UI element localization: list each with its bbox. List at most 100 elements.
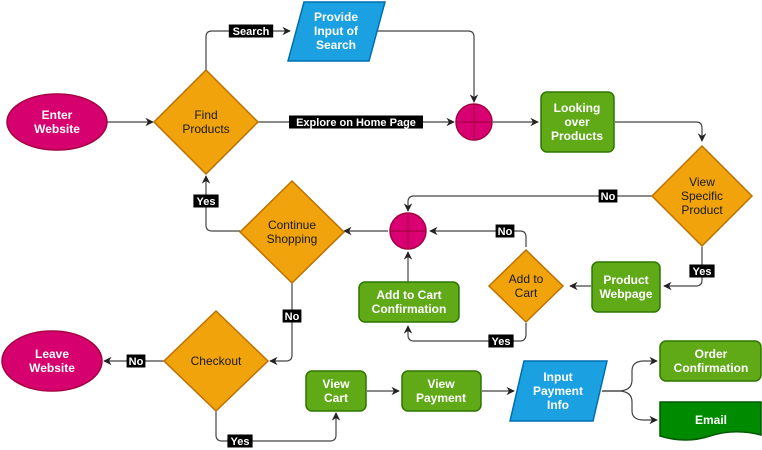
edge-label-yes-view: Yes <box>689 264 715 278</box>
edge-label-background <box>598 189 618 203</box>
label-line: Shopping <box>267 232 318 246</box>
edge-label-background <box>228 24 274 38</box>
edge-addtocart-no <box>429 226 527 247</box>
edge-find-provide <box>205 26 291 70</box>
edge-viewspecific-no <box>403 195 652 212</box>
edge-looking-viewspecific <box>615 121 707 142</box>
edge-addtocart-yes <box>403 323 527 342</box>
view-payment-node[interactable] <box>401 370 482 412</box>
label-line: Website <box>34 122 80 136</box>
label-line: Products <box>551 129 603 143</box>
label-line: Find <box>194 108 217 122</box>
edge-label-text: Yes <box>197 196 216 208</box>
email-label: Email <box>695 413 727 427</box>
enter-website-node[interactable] <box>6 93 108 151</box>
label-line: View <box>427 377 455 391</box>
edge-input-email <box>602 390 658 425</box>
label-line: Confirmation <box>674 361 749 375</box>
edge-viewspecific-webpage <box>663 247 703 291</box>
edge-checkout-yes <box>215 411 341 442</box>
edge-label-text: No <box>601 191 616 203</box>
edge-label-background <box>488 334 514 348</box>
label-line: over <box>564 115 590 129</box>
label-line: Confirmation <box>372 302 447 316</box>
edge-label-yes-checkout: Yes <box>227 434 253 448</box>
label-line: Payment <box>533 384 583 398</box>
junction-top <box>455 103 493 141</box>
view-specific-product-decision[interactable] <box>650 144 754 248</box>
edge-label-background <box>495 224 515 238</box>
leave-website-node[interactable] <box>1 330 103 392</box>
label-line: Leave <box>35 347 69 361</box>
product-webpage-node[interactable] <box>591 261 661 313</box>
label-line: Webpage <box>599 287 652 301</box>
edge-label-background <box>193 194 219 208</box>
checkout-decision[interactable] <box>162 309 270 413</box>
edge-label-background <box>689 264 715 278</box>
edge-label-text: Yes <box>492 336 511 348</box>
input-payment-info-node[interactable] <box>509 360 608 422</box>
label-line: Specific <box>681 189 723 203</box>
label-line: Cart <box>324 391 348 405</box>
edge-label-text: Yes <box>231 436 250 448</box>
view-cart-node[interactable] <box>305 370 367 412</box>
edge-label-yes-add: Yes <box>488 334 514 348</box>
edge-label-yes-continue: Yes <box>193 194 219 208</box>
edge-label-text: Explore on Home Page <box>296 117 416 129</box>
label-line: Cart <box>515 286 538 300</box>
edge-label-text: No <box>498 226 513 238</box>
label-line: Provide <box>314 10 358 24</box>
edge-label-text: No <box>129 356 144 368</box>
edge-continue-yes <box>201 175 240 232</box>
provide-input-node[interactable] <box>287 1 386 62</box>
edge-label-explore: Explore on Home Page <box>289 115 423 129</box>
edge-label-background <box>126 354 146 368</box>
edge-label-text: Yes <box>693 266 712 278</box>
label-line: Order <box>695 347 728 361</box>
add-to-cart-decision[interactable] <box>487 248 565 324</box>
edge-label-no-add: No <box>495 224 515 238</box>
edge-label-background <box>227 434 253 448</box>
label-line: Email <box>695 413 727 427</box>
add-to-cart-confirmation-node[interactable] <box>358 281 460 323</box>
label-line: Input <box>543 370 572 384</box>
label-line: Payment <box>416 391 466 405</box>
edge-label-background <box>289 115 423 129</box>
edge-input-order <box>602 356 658 392</box>
label-line: Products <box>182 122 229 136</box>
checkout-label: Checkout <box>191 354 242 368</box>
edge-label-no-view: No <box>598 189 618 203</box>
edge-labels: Search Explore on Home Page No Yes Yes N… <box>126 24 715 448</box>
email-node[interactable] <box>659 401 762 441</box>
edge-label-no-continue: No <box>282 309 302 323</box>
label-line: View <box>322 377 350 391</box>
label-line: Search <box>316 38 356 52</box>
order-confirmation-node[interactable] <box>659 340 762 382</box>
label-line: Info <box>547 398 569 412</box>
edge-continue-no <box>269 282 293 366</box>
label-line: Looking <box>554 101 601 115</box>
continue-shopping-decision[interactable] <box>238 179 346 285</box>
label-line: Product <box>603 273 648 287</box>
looking-over-products-node[interactable] <box>540 91 615 153</box>
label-line: Continue <box>268 218 316 232</box>
label-line: Product <box>681 203 723 217</box>
find-products-decision[interactable] <box>152 68 260 176</box>
edge-label-search: Search <box>228 24 274 38</box>
edge-provide-junction <box>376 30 479 103</box>
edge-label-text: Search <box>233 26 270 38</box>
